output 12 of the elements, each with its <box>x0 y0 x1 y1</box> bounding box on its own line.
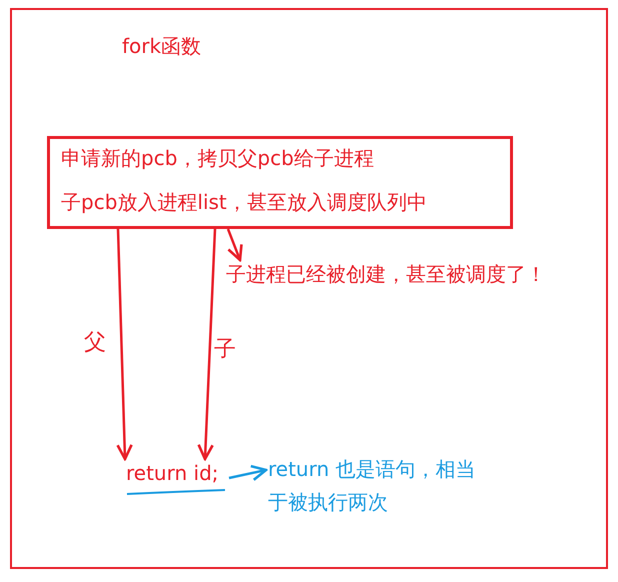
process-box <box>47 136 513 229</box>
box-text: 子pcb放入进程list，甚至放入调度队列中 <box>61 190 427 214</box>
arrow <box>197 228 216 460</box>
note-text: 子进程已经被创建，甚至被调度了！ <box>226 262 546 286</box>
frame-box <box>10 8 608 569</box>
arrow <box>116 228 133 460</box>
arrow <box>228 464 268 482</box>
note-text: return 也是语句，相当于被执行两次 <box>268 456 477 516</box>
arrow <box>226 228 243 262</box>
heading: fork函数 <box>122 34 202 58</box>
box-text: 申请新的pcb，拷贝父pcb给子进程 <box>61 146 374 170</box>
code-text: return id; <box>126 461 218 485</box>
